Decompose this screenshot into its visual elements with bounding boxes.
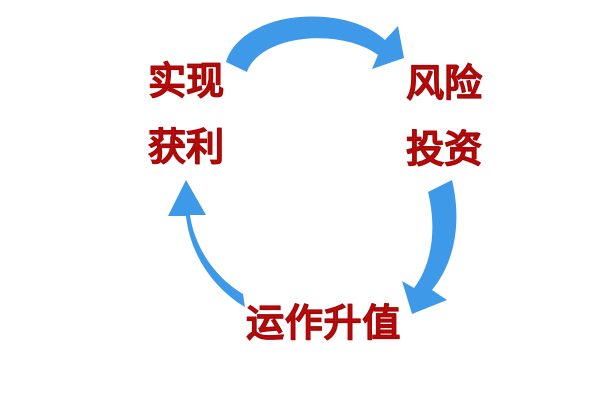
stage-label-realize-profit-line1: 实现 [148,59,225,104]
stage-label-operate-appreciate: 运作升值 [246,301,402,346]
stage-label-realize-profit: 实现 获利 [148,50,225,182]
arrow-right [402,180,457,314]
stage-label-realize-profit-line2: 获利 [148,125,225,170]
stage-label-risk-investment-line1: 风险 [406,61,483,106]
stage-label-risk-investment-line2: 投资 [406,127,483,172]
stage-label-risk-investment: 风险 投资 [406,52,483,184]
arrow-left [168,180,245,307]
arrow-top [226,16,404,72]
